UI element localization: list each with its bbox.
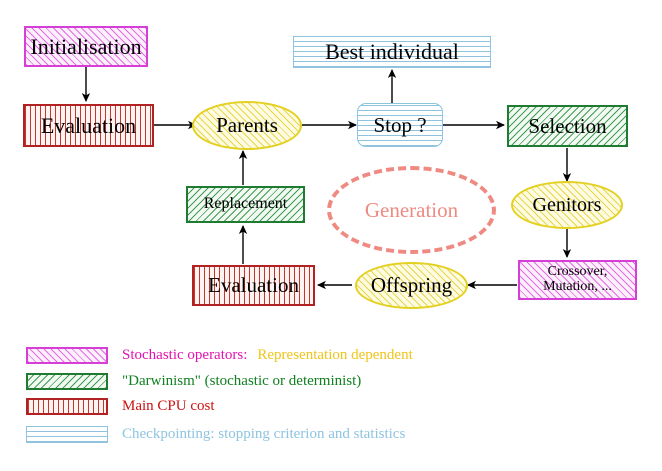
node-offspring-label: Offspring xyxy=(370,273,453,298)
legend-swatch-red xyxy=(26,397,108,415)
node-genitors-label: Genitors xyxy=(532,193,602,216)
legend-label-representation: Representation dependent xyxy=(257,346,413,363)
node-stop-label: Stop ? xyxy=(373,112,427,137)
node-selection[interactable]: Selection xyxy=(507,105,628,147)
node-evaluation-top[interactable]: Evaluation xyxy=(23,104,154,147)
node-stop[interactable]: Stop ? xyxy=(357,103,443,147)
node-replacement-label: Replacement xyxy=(203,195,288,213)
legend-row-stochastic: Stochastic operators: Representation dep… xyxy=(26,343,413,367)
legend-row-checkpointing: Checkpointing: stopping criterion and st… xyxy=(26,422,405,446)
legend-label-cpu: Main CPU cost xyxy=(122,397,215,414)
legend-swatch-magenta xyxy=(26,346,108,364)
node-replacement[interactable]: Replacement xyxy=(186,186,305,223)
legend-label-checkpointing: Checkpointing: stopping criterion and st… xyxy=(122,425,406,442)
node-evaluation-bottom-label: Evaluation xyxy=(208,273,299,298)
legend-swatch-blue xyxy=(26,425,108,443)
node-crossover-mutation[interactable]: Crossover, Mutation, ... xyxy=(518,260,637,300)
node-crossover-label-line1: Crossover, xyxy=(547,264,608,280)
legend-label-darwinism: "Darwinism" (stochastic or determinist) xyxy=(122,372,362,389)
node-parents[interactable]: Parents xyxy=(192,101,302,150)
node-initialisation-label: Initialisation xyxy=(30,33,142,59)
node-generation: Generation xyxy=(327,166,496,254)
legend-row-cpu: Main CPU cost xyxy=(26,394,215,418)
node-initialisation[interactable]: Initialisation xyxy=(24,26,148,67)
node-best-individual[interactable]: Best individual xyxy=(293,36,491,68)
node-selection-label: Selection xyxy=(528,113,607,138)
node-crossover-label-line2: Mutation, ... xyxy=(543,279,612,294)
node-generation-label: Generation xyxy=(364,197,459,222)
legend-swatch-green xyxy=(26,372,108,390)
legend: Stochastic operators: Representation dep… xyxy=(0,338,662,471)
node-evaluation-bottom[interactable]: Evaluation xyxy=(192,265,315,306)
legend-row-darwinism: "Darwinism" (stochastic or determinist) xyxy=(26,369,361,393)
node-offspring[interactable]: Offspring xyxy=(355,262,468,309)
legend-label-stochastic: Stochastic operators: xyxy=(122,346,248,363)
node-parents-label: Parents xyxy=(216,113,278,138)
node-evaluation-top-label: Evaluation xyxy=(40,112,137,138)
node-best-individual-label: Best individual xyxy=(325,39,459,65)
node-genitors[interactable]: Genitors xyxy=(511,181,623,229)
